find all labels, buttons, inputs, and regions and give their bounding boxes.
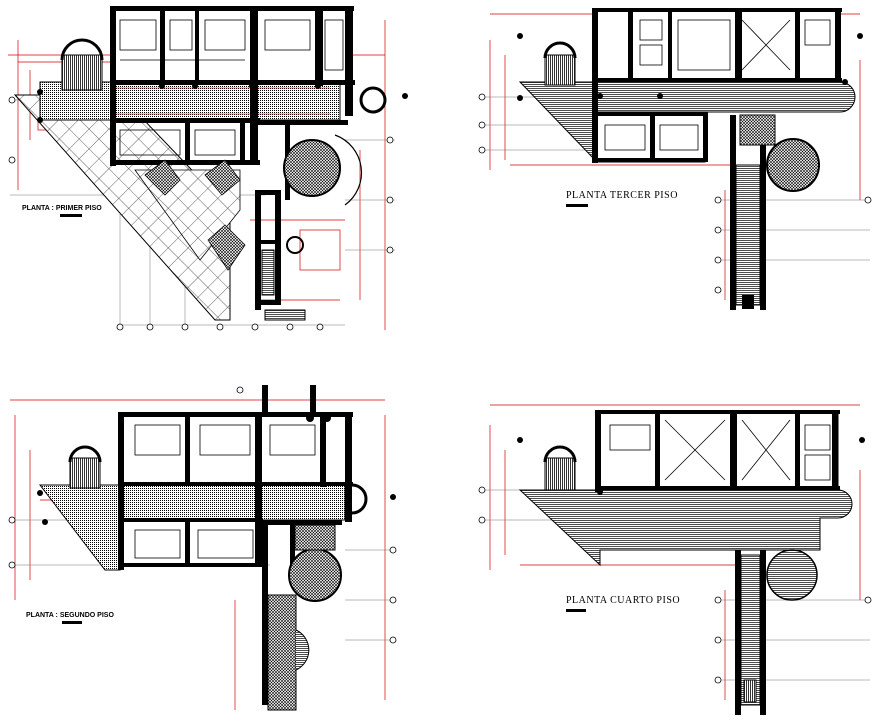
plan-cuarto-piso: PLANTA CUARTO PISO [478, 404, 872, 715]
plan-primer-piso: PLANTA : PRIMER PISO [8, 6, 408, 331]
room-details [604, 19, 831, 151]
long-corridor [735, 164, 761, 306]
terrace [518, 489, 853, 567]
grid-bubbles [478, 93, 872, 294]
round-tower [288, 548, 342, 602]
dimension-lines [489, 404, 861, 700]
corridor-dimensions [110, 87, 330, 115]
grid-bubbles [478, 486, 872, 684]
plan-title-cuarto: PLANTA CUARTO PISO [566, 595, 680, 606]
plan-title-tercer: PLANTA TERCER PISO [566, 190, 678, 201]
round-tower [766, 138, 820, 192]
plan-title-primer: PLANTA : PRIMER PISO [22, 205, 102, 212]
round-tower [283, 139, 341, 197]
walls-segundo [37, 385, 396, 705]
walls-tercer [517, 8, 863, 310]
plan-tercer-piso: PLANTA TERCER PISO [478, 8, 872, 310]
stair-left-arch [60, 38, 104, 61]
upper-rooms [111, 7, 353, 85]
room-details [609, 419, 831, 481]
grid-bubbles [8, 96, 394, 331]
room-details [119, 19, 344, 156]
round-bay [359, 86, 387, 114]
round-tower [766, 549, 818, 601]
walls-cuarto [517, 410, 865, 715]
room-details [134, 424, 316, 559]
stair-left [61, 54, 103, 91]
upper-rooms [597, 411, 839, 491]
plan-title-segundo: PLANTA : SEGUNDO PISO [26, 612, 114, 619]
long-wing [267, 594, 297, 711]
grid-bubbles [8, 386, 397, 644]
long-corridor [740, 554, 761, 706]
plan-segundo-piso: PLANTA : SEGUNDO PISO [8, 385, 397, 711]
